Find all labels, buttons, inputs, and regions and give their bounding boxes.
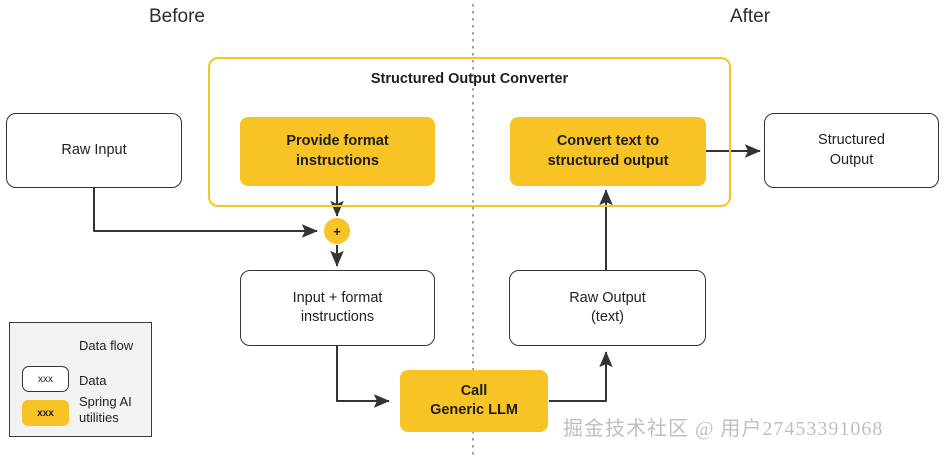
node-convert-text-label: Convert text to structured output: [548, 132, 669, 170]
node-input-format-label: Input + format instructions: [293, 289, 383, 327]
legend-swatch-spring-ai: xxx: [22, 400, 69, 426]
header-before: Before: [149, 6, 205, 27]
plus-icon: +: [333, 223, 341, 239]
legend-swatch-data-text: xxx: [38, 373, 53, 385]
node-structured-output[interactable]: Structured Output: [764, 113, 939, 188]
line-1: Input + format: [292, 289, 383, 306]
node-raw-input-label: Raw Input: [61, 141, 127, 158]
line-1: Provide format: [286, 133, 389, 150]
edge-rawinput-to-plus: [93, 188, 318, 238]
line-2: instructions: [300, 309, 375, 325]
node-provide-format-label: Provide format instructions: [286, 132, 388, 170]
legend-item-spring-ai-label: Spring AI utilities: [79, 394, 132, 427]
line-2: structured output: [547, 152, 669, 169]
legend-item-data-label: Data: [79, 373, 107, 388]
node-raw-output-text[interactable]: Raw Output (text): [509, 270, 706, 346]
legend-swatch-util-text: xxx: [37, 407, 54, 419]
watermark: 掘金技术社区 @ 用户27453391068: [563, 418, 884, 440]
legend-item-dataflow-label: Data flow: [79, 338, 134, 353]
line-2: utilities: [79, 410, 119, 426]
line-1: Call: [460, 382, 488, 399]
legend-swatch-data: xxx: [22, 366, 69, 392]
merge-plus-node[interactable]: +: [324, 218, 350, 244]
node-call-generic-llm[interactable]: Call Generic LLM: [400, 370, 548, 432]
line-1: Convert text to: [556, 133, 660, 150]
header-after: After: [729, 6, 771, 27]
container-title: Structured Output Converter: [370, 71, 569, 87]
line-2: (text): [590, 309, 624, 325]
node-raw-output-label: Raw Output (text): [569, 289, 646, 327]
line-2: instructions: [296, 152, 379, 169]
node-structured-output-label: Structured Output: [818, 131, 885, 169]
line-1: Spring AI: [79, 394, 132, 409]
line-2: Output: [829, 151, 874, 168]
line-2: Generic LLM: [430, 402, 518, 418]
structured-output-converter-container: [208, 57, 731, 207]
node-call-llm-label: Call Generic LLM: [430, 382, 518, 420]
node-convert-text-to-structured-output[interactable]: Convert text to structured output: [510, 117, 706, 186]
node-input-plus-format-instructions[interactable]: Input + format instructions: [240, 270, 435, 346]
node-provide-format-instructions[interactable]: Provide format instructions: [240, 117, 435, 186]
edge-inputformat-to-callllm: [336, 346, 390, 408]
node-raw-input[interactable]: Raw Input: [6, 113, 182, 188]
line-1: Raw Output: [569, 289, 646, 306]
edge-callllm-to-rawoutput: [549, 351, 613, 402]
line-1: Structured: [818, 132, 885, 149]
